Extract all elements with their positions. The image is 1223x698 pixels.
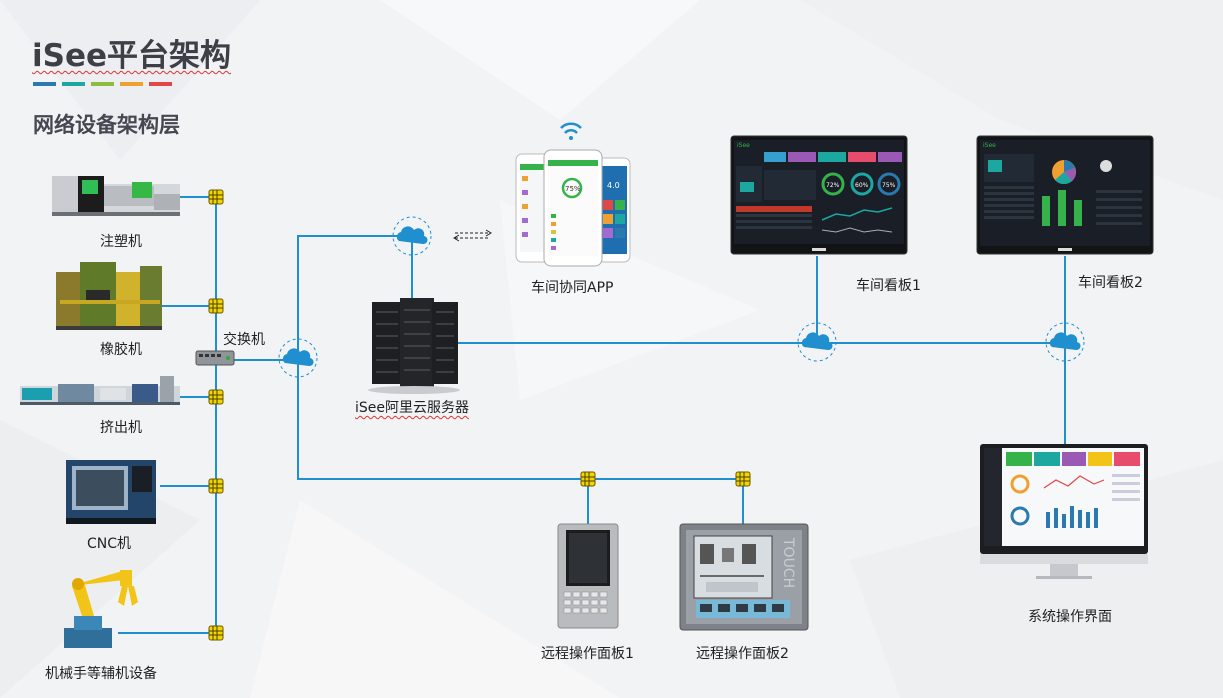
phone-percent-text: 75%	[565, 185, 581, 193]
label-remote-panel-1: 远程操作面板1	[541, 646, 634, 662]
title-accent-bars	[33, 82, 172, 86]
extruder-icon	[20, 376, 180, 405]
injection-machine-icon	[52, 176, 180, 216]
label-board-1: 车间看板1	[856, 278, 921, 294]
label-robot-equipment: 机械手等辅机设备	[45, 666, 157, 682]
label-switch: 交换机	[223, 332, 265, 348]
connector-icon	[208, 298, 224, 314]
connector-icon	[208, 478, 224, 494]
label-cnc-machine: CNC机	[87, 536, 132, 552]
rubber-machine-icon	[56, 262, 162, 330]
dashboard-screen-1: iSee 72% 60% 75%	[730, 135, 908, 255]
connector-icon	[208, 189, 224, 205]
cnc-machine-icon	[66, 460, 156, 524]
label-extruder: 挤出机	[100, 420, 142, 436]
label-rubber-machine: 橡胶机	[100, 342, 142, 358]
board1-gauge-1: 72%	[826, 182, 840, 189]
page-title: iSee平台架构	[32, 30, 231, 75]
board2-brand-text: iSee	[983, 142, 996, 149]
accent-bar-4	[120, 82, 143, 86]
page-subtitle: 网络设备架构层	[33, 113, 180, 137]
connector-icon	[208, 625, 224, 641]
accent-bar-2	[62, 82, 85, 86]
remote-panel-2-icon: TOUCH	[679, 523, 809, 631]
accent-bar-3	[91, 82, 114, 86]
connector-icon	[580, 471, 596, 487]
board1-gauge-3: 75%	[882, 182, 896, 189]
system-monitor-icon	[980, 444, 1148, 579]
connector-icon	[735, 471, 751, 487]
label-board-2: 车间看板2	[1078, 275, 1143, 291]
server-icon	[368, 298, 460, 394]
label-server: iSee阿里云服务器	[355, 400, 470, 416]
phone-brand-text: 4.0	[607, 181, 620, 190]
panel2-brand-text: TOUCH	[780, 537, 796, 588]
phone-app-icon: 4.0 75%	[515, 149, 631, 267]
connector-icon	[208, 389, 224, 405]
robot-arm-icon	[64, 570, 138, 648]
label-remote-panel-2: 远程操作面板2	[696, 646, 789, 662]
dashboard-screen-2: iSee	[976, 135, 1154, 255]
label-system-ui: 系统操作界面	[1028, 609, 1112, 625]
page-title-text: iSee平台架构	[32, 38, 232, 74]
sync-arrow	[453, 229, 492, 242]
board1-gauge-2: 60%	[855, 182, 869, 189]
accent-bar-5	[149, 82, 172, 86]
accent-bar-1	[33, 82, 56, 86]
label-injection-machine: 注塑机	[100, 234, 142, 250]
remote-panel-1-icon	[557, 523, 619, 629]
board1-brand-text: iSee	[737, 142, 750, 149]
switch-icon	[195, 350, 235, 366]
label-app: 车间协同APP	[531, 280, 614, 296]
wifi-icon	[560, 122, 582, 140]
